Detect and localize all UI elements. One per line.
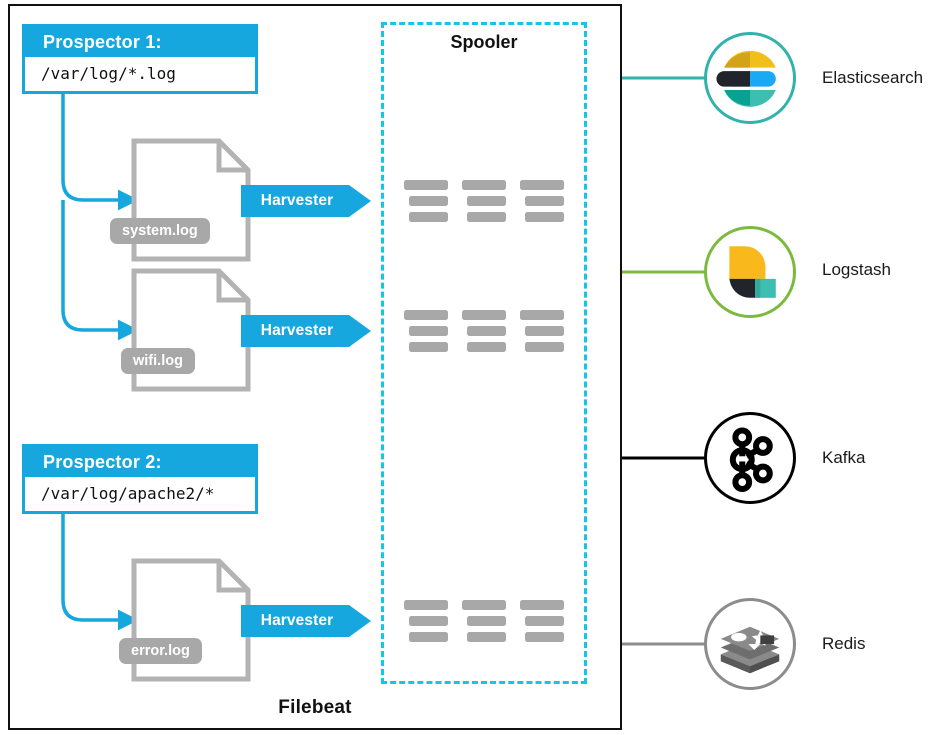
harvester-label: Harvester <box>260 322 334 339</box>
event-bars <box>462 310 506 354</box>
prospector-2-path: /var/log/apache2/* <box>25 477 255 511</box>
arrow-banner-icon <box>241 315 371 347</box>
event-bar <box>520 310 564 320</box>
harvester-arrow-system[interactable]: Harvester <box>241 185 371 217</box>
event-bar <box>525 342 564 352</box>
event-bar <box>404 180 448 190</box>
spooler-box <box>381 22 587 684</box>
output-label-kafka: Kafka <box>822 448 866 467</box>
event-bar <box>467 616 506 626</box>
event-bar <box>409 212 448 222</box>
redis-logo-icon <box>720 626 780 674</box>
output-node-logstash[interactable] <box>704 226 796 318</box>
event-bar <box>404 600 448 610</box>
output-node-redis[interactable] <box>704 598 796 690</box>
harvester-label: Harvester <box>260 612 334 629</box>
event-bar <box>409 342 448 352</box>
spooler-event-group-2 <box>404 310 564 354</box>
output-node-kafka[interactable] <box>704 412 796 504</box>
event-bar <box>467 632 506 642</box>
event-bar <box>525 326 564 336</box>
event-bars <box>404 180 448 224</box>
event-bars <box>520 180 564 224</box>
event-bar <box>462 180 506 190</box>
elasticsearch-logo-icon <box>716 50 776 107</box>
prospector-2-title: Prospector 2: <box>43 452 162 472</box>
event-bar <box>462 600 506 610</box>
event-bar <box>462 310 506 320</box>
prospector-1-box[interactable]: Prospector 1: /var/log/*.log <box>22 24 258 94</box>
event-bar <box>467 212 506 222</box>
harvester-label: Harvester <box>260 192 334 209</box>
event-bar <box>520 180 564 190</box>
event-bar <box>525 632 564 642</box>
event-bar <box>404 310 448 320</box>
arrow-banner-icon <box>241 185 371 217</box>
event-bar <box>525 616 564 626</box>
spooler-event-group-3 <box>404 600 564 644</box>
event-bar <box>409 632 448 642</box>
event-bar <box>409 616 448 626</box>
filebeat-label: Filebeat <box>278 697 352 718</box>
prospector-1-title: Prospector 1: <box>43 32 162 52</box>
event-bar <box>467 342 506 352</box>
event-bars <box>404 310 448 354</box>
event-bar <box>409 326 448 336</box>
spooler-event-group-1 <box>404 180 564 224</box>
output-label-redis: Redis <box>822 634 866 653</box>
spooler-title: Spooler <box>450 32 518 52</box>
event-bar <box>467 196 506 206</box>
log-file-label-wifi: wifi.log <box>121 348 195 374</box>
event-bars <box>520 310 564 354</box>
output-node-elasticsearch[interactable] <box>704 32 796 124</box>
event-bars <box>462 600 506 644</box>
event-bar <box>520 600 564 610</box>
harvester-arrow-wifi[interactable]: Harvester <box>241 315 371 347</box>
event-bars <box>462 180 506 224</box>
logstash-logo-icon <box>729 246 776 298</box>
event-bar <box>467 326 506 336</box>
prospector-2-box[interactable]: Prospector 2: /var/log/apache2/* <box>22 444 258 514</box>
event-bars <box>520 600 564 644</box>
output-label-logstash: Logstash <box>822 260 891 279</box>
output-label-elasticsearch: Elasticsearch <box>822 68 924 87</box>
harvester-arrow-error[interactable]: Harvester <box>241 605 371 637</box>
log-file-label-system: system.log <box>110 218 210 244</box>
kafka-logo-icon <box>729 427 773 492</box>
event-bar <box>525 196 564 206</box>
event-bar <box>525 212 564 222</box>
event-bar <box>409 196 448 206</box>
prospector-1-path: /var/log/*.log <box>25 57 255 91</box>
event-bars <box>404 600 448 644</box>
arrow-banner-icon <box>241 605 371 637</box>
log-file-label-error: error.log <box>119 638 202 664</box>
